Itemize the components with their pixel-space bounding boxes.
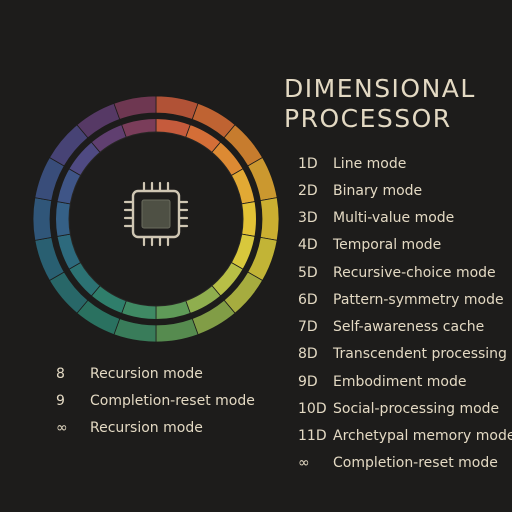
- mode-label: Embodiment mode: [333, 373, 467, 390]
- side-mode-label: Recursion mode: [90, 420, 203, 437]
- mode-label: Completion-reset mode: [333, 455, 498, 472]
- dark-separator-ring: [52, 115, 260, 323]
- mode-dimension: 11D: [298, 428, 327, 445]
- side-mode-item-infinity: ∞ Recursion mode: [52, 415, 255, 442]
- outer-ring-segment-18: [113, 95, 157, 120]
- mode-dimension: 7D: [298, 319, 318, 336]
- mode-label: Social-processing mode: [333, 400, 500, 417]
- mode-dimension: 5D: [298, 264, 318, 281]
- mode-item-10d: 10D Social-processing mode: [298, 395, 512, 422]
- mode-dimension: 3D: [298, 210, 318, 227]
- mode-label: Archetypal memory mode: [333, 428, 512, 445]
- processor-chip-icon: [123, 181, 189, 247]
- side-mode-item-9: 9 Completion-reset mode: [52, 387, 255, 414]
- outer-ring: [32, 95, 280, 343]
- mode-item-11d: 11D Archetypal memory mode: [298, 423, 512, 450]
- mode-label: Transcendent processing: [333, 346, 507, 363]
- outer-ring-segment-14: [32, 197, 53, 241]
- mode-item-4d: 4D Temporal mode: [298, 232, 512, 259]
- mode-dimension: 8D: [298, 346, 318, 363]
- inner-ring: [51, 114, 261, 324]
- mode-dimension: ∞: [298, 455, 310, 472]
- side-mode-dimension: 8: [56, 365, 65, 382]
- mode-label: Self-awareness cache: [333, 319, 485, 336]
- mode-label: Pattern-symmetry mode: [333, 291, 504, 308]
- mode-item-5d: 5D Recursive-choice mode: [298, 259, 512, 286]
- side-mode-label: Completion-reset mode: [90, 392, 255, 409]
- mode-label: Multi-value mode: [333, 210, 455, 227]
- mode-dimension: 9D: [298, 373, 318, 390]
- side-mode-item-8: 8 Recursion mode: [52, 360, 255, 387]
- mode-label: Line mode: [333, 155, 407, 172]
- mode-label: Recursive-choice mode: [333, 264, 496, 281]
- mode-item-infinity: ∞ Completion-reset mode: [298, 450, 512, 477]
- mode-dimension: 4D: [298, 237, 318, 254]
- mode-item-6d: 6D Pattern-symmetry mode: [298, 286, 512, 313]
- side-mode-dimension: 9: [56, 392, 65, 409]
- mode-item-2d: 2D Binary mode: [298, 177, 512, 204]
- mode-item-7d: 7D Self-awareness cache: [298, 314, 512, 341]
- mode-dimension: 1D: [298, 155, 318, 172]
- mode-dimension: 2D: [298, 182, 318, 199]
- mode-label: Temporal mode: [333, 237, 442, 254]
- title-line-2: PROCESSOR: [284, 104, 452, 133]
- dimension-mode-list: 1D Line mode 2D Binary mode 3D Multi-value …: [298, 150, 512, 477]
- outer-ring-segment-5: [259, 197, 280, 241]
- page-title: DIMENSIONAL PROCESSOR: [284, 74, 476, 134]
- mode-item-9d: 9D Embodiment mode: [298, 368, 512, 395]
- side-mode-dimension: ∞: [56, 420, 68, 437]
- title-line-1: DIMENSIONAL: [284, 74, 476, 103]
- side-mode-label: Recursion mode: [90, 365, 203, 382]
- mode-item-1d: 1D Line mode: [298, 150, 512, 177]
- mode-item-8d: 8D Transcendent processing: [298, 341, 512, 368]
- mode-dimension: 6D: [298, 291, 318, 308]
- mode-item-3d: 3D Multi-value mode: [298, 205, 512, 232]
- mode-label: Binary mode: [333, 182, 423, 199]
- mode-dimension: 10D: [298, 400, 327, 417]
